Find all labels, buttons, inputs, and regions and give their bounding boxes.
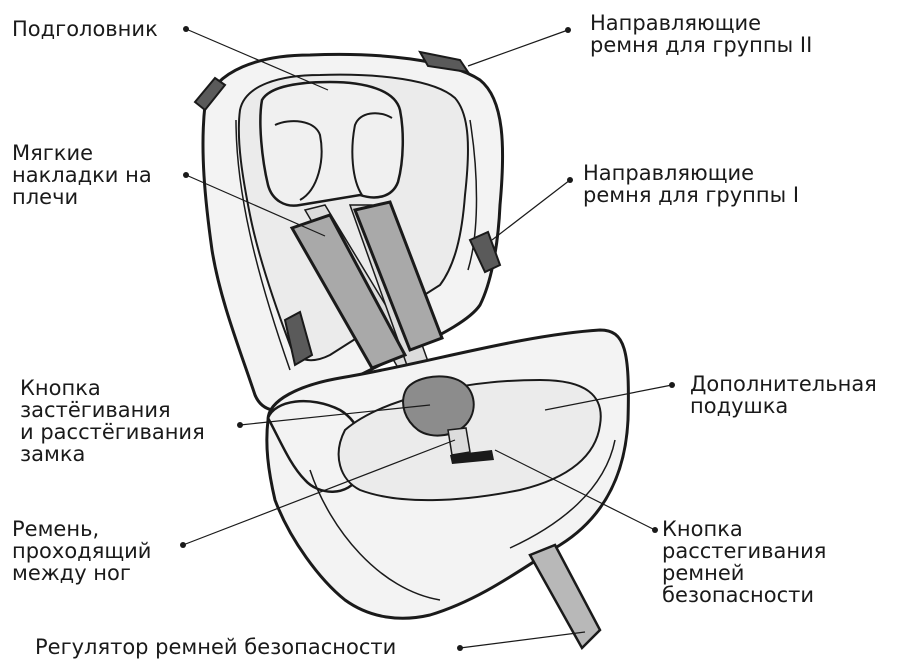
label-line: Направляющие xyxy=(583,162,799,184)
label-line: Кнопка xyxy=(662,518,826,540)
dot-adjuster xyxy=(457,645,463,651)
label-line: Регулятор ремней безопасности xyxy=(35,636,396,658)
label-line: расстегивания xyxy=(662,540,826,562)
label-adjuster: Регулятор ремней безопасности xyxy=(35,636,396,658)
label-line: подушка xyxy=(690,395,877,417)
dot-extra-cushion xyxy=(669,382,675,388)
dot-crotch-strap xyxy=(180,542,186,548)
label-line: между ног xyxy=(12,562,151,584)
label-guides-group1: Направляющие ремня для группы I xyxy=(583,162,799,206)
label-line: Подголовник xyxy=(12,18,158,40)
label-line: плечи xyxy=(12,186,152,208)
label-line: накладки на xyxy=(12,164,152,186)
label-line: ремня для группы I xyxy=(583,184,799,206)
label-line: Ремень, xyxy=(12,518,151,540)
label-line: застёгивания xyxy=(20,399,205,421)
label-headrest: Подголовник xyxy=(12,18,158,40)
dot-release-button xyxy=(652,527,658,533)
label-line: Кнопка xyxy=(20,377,205,399)
label-line: безопасности xyxy=(662,584,826,606)
label-line: Направляющие xyxy=(590,12,812,34)
leader-adjuster xyxy=(460,632,585,648)
dot-shoulder-pads xyxy=(183,172,189,178)
dot-guides-group1 xyxy=(567,177,573,183)
label-line: Дополнительная xyxy=(690,373,877,395)
label-line: проходящий xyxy=(12,540,151,562)
label-line: ремней xyxy=(662,562,826,584)
label-release-button: Кнопка расстегивания ремней безопасности xyxy=(662,518,826,606)
dot-buckle xyxy=(237,422,243,428)
dot-guides-group2 xyxy=(565,27,571,33)
label-line: Мягкие xyxy=(12,142,152,164)
label-line: ремня для группы II xyxy=(590,34,812,56)
label-shoulder-pads: Мягкие накладки на плечи xyxy=(12,142,152,208)
leader-guides-group2 xyxy=(468,30,568,66)
leader-guides-group1 xyxy=(492,180,570,240)
label-guides-group2: Направляющие ремня для группы II xyxy=(590,12,812,56)
label-line: и расстёгивания xyxy=(20,421,205,443)
buckle-shape xyxy=(403,376,474,435)
label-crotch-strap: Ремень, проходящий между ног xyxy=(12,518,151,584)
label-extra-cushion: Дополнительная подушка xyxy=(690,373,877,417)
dot-headrest xyxy=(183,26,189,32)
headrest-shape xyxy=(260,82,402,206)
adjuster-strap xyxy=(530,545,600,648)
label-buckle-button: Кнопка застёгивания и расстёгивания замк… xyxy=(20,377,205,465)
label-line: замка xyxy=(20,443,205,465)
